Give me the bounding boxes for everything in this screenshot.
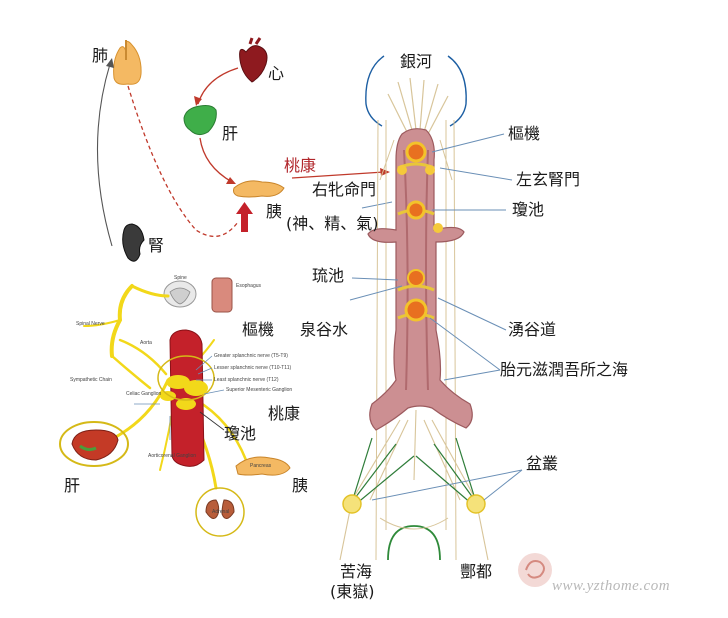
- adrenal-kidneys: [205, 499, 235, 519]
- pancreas-organ-top: [233, 180, 285, 198]
- label-youpin: 右牝命門: [312, 180, 377, 199]
- ganglia-highlight-circle: [157, 355, 215, 401]
- label-fei: 肺: [92, 46, 109, 65]
- watermark-text: www.yzthome.com: [552, 578, 671, 594]
- label-taokang-top: 桃康: [284, 156, 317, 175]
- liver-to-pancreas-arrow: [199, 137, 233, 183]
- label-zuoxuan: 左玄腎門: [516, 170, 581, 189]
- label-pointer-lines: [349, 133, 523, 501]
- anat-aorticorenal: Aorticorenal Ganglion: [148, 453, 197, 459]
- cranial-nerve-lines: [387, 77, 449, 135]
- label-shen: 腎: [148, 236, 165, 255]
- anat-superior-mesenteric: Superior Mesenteric Ganglion: [226, 387, 293, 393]
- anat-esophagus: Esophagus: [236, 283, 262, 289]
- label-quangushui: 泉谷水: [300, 320, 349, 339]
- up-red-arrow-head: [236, 202, 253, 214]
- label-penchong: 盆叢: [526, 454, 559, 473]
- pelvic-ganglia: [342, 494, 486, 514]
- yinhe-arc-right: [447, 55, 467, 127]
- label-yonggudao: 湧谷道: [508, 320, 557, 339]
- esophagus-illustration: [211, 277, 233, 313]
- liver-highlight-circle: [59, 421, 129, 467]
- label-qiongchi-left: 瓊池: [224, 424, 257, 443]
- label-yinhe: 銀河: [400, 52, 433, 71]
- label-kuhai: 苦海: [340, 562, 373, 581]
- label-shenjingqi: (神、精、氣): [286, 214, 379, 233]
- label-liuchi: 琉池: [312, 266, 345, 285]
- anat-celiac: Celiac Ganglion: [126, 391, 162, 397]
- anat-spinal-nerve: Spinal Nerve: [76, 321, 105, 327]
- label-yi-top: 胰: [266, 202, 283, 221]
- lung-organ: [113, 40, 142, 85]
- youpin-pointer-line: [361, 201, 393, 209]
- anat-least: Least splanchnic nerve (T12): [214, 377, 279, 383]
- heart-organ: [239, 37, 268, 83]
- label-yi-bottom: 胰: [292, 476, 309, 495]
- anat-adrenal: Adrenal: [212, 509, 230, 515]
- liver-organ-top: [183, 105, 217, 136]
- anat-pancreas: Pancreas: [250, 463, 272, 469]
- energy-nodes: [397, 141, 443, 322]
- up-red-arrow-shaft: [241, 214, 248, 232]
- label-dongyue: (東嶽): [330, 582, 375, 601]
- ganglia-cluster: [160, 375, 208, 410]
- adrenal-highlight-circle: [195, 487, 245, 537]
- taokang-pointer-arrow: [291, 171, 385, 179]
- pelvic-nerves: [339, 409, 489, 561]
- label-shuji-right: 樞機: [508, 124, 541, 143]
- label-gan-top: 肝: [222, 124, 239, 143]
- anat-aorta: Aorta: [140, 340, 152, 346]
- anat-sympathetic: Sympathetic Chain: [70, 377, 112, 383]
- pancreas-organ-bottom: [235, 456, 291, 476]
- anat-greater: Greater splanchnic nerve (T5-T9): [214, 353, 288, 359]
- kidney-to-lung-arrow: [96, 63, 113, 247]
- anat-spine: Spine: [174, 275, 187, 281]
- kidney-organ: [122, 223, 145, 262]
- anat-lesser: Lesser splanchnic nerve (T10-T11): [214, 365, 292, 371]
- heart-to-liver-arrow: [197, 67, 239, 105]
- yinhe-arc-left: [365, 55, 385, 127]
- label-taokang-left: 桃康: [268, 404, 301, 423]
- watermark-logo: [518, 553, 552, 587]
- spine-illustration: [163, 280, 197, 308]
- liver-organ-bottom: [71, 429, 119, 461]
- label-shuji-left: 樞機: [242, 320, 275, 339]
- label-fengdu: 酆都: [460, 562, 493, 581]
- label-xin: 心: [268, 64, 285, 83]
- green-plexus-lines: [351, 437, 477, 505]
- label-qiongchi-right: 瓊池: [512, 200, 545, 219]
- label-taiyuan: 胎元滋潤吾所之海: [500, 360, 629, 379]
- green-arc-bottom: [387, 525, 441, 561]
- label-gan-bottom: 肝: [64, 476, 81, 495]
- lung-to-pancreas-dashed: [127, 85, 239, 238]
